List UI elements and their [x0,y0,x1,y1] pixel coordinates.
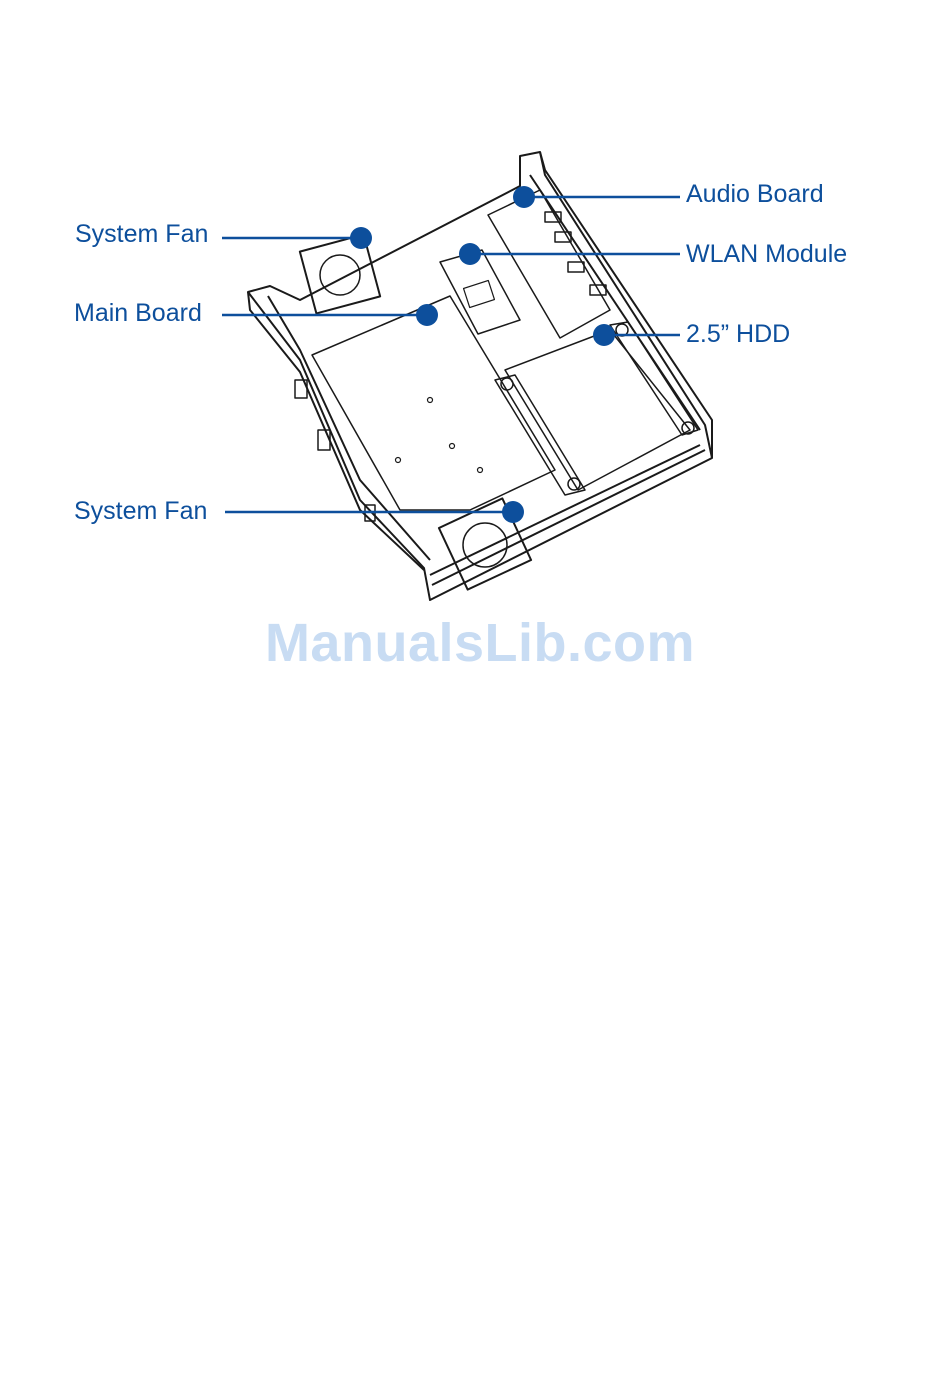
chassis-line-art [248,152,712,600]
hdd-bay [505,330,690,490]
label-hdd: 2.5” HDD [686,319,790,349]
bottom-fan-hub [463,523,507,567]
board-screw-1 [428,398,433,403]
watermark: ManualsLib.com [0,612,950,674]
marker-hdd [593,324,615,346]
chassis-tray-outline [248,152,712,600]
leader-lines [222,197,680,512]
main-board-plate [312,296,555,510]
chassis-front-edge-inner [432,450,705,585]
wlan-module-card [440,250,520,334]
callout-markers [350,186,615,523]
board-screw-2 [450,444,455,449]
marker-audio-board [513,186,535,208]
label-system-fan-bottom: System Fan [74,496,207,526]
marker-system-fan-top [350,227,372,249]
marker-system-fan-bottom [502,501,524,523]
watermark-brand: ManualsLib [265,613,567,673]
chassis-left-wall-inner [268,296,430,560]
rear-port-3 [568,262,584,272]
marker-wlan-module [459,243,481,265]
board-screw-4 [478,468,483,473]
board-screw-3 [396,458,401,463]
label-wlan-module: WLAN Module [686,239,847,269]
label-main-board: Main Board [74,298,202,328]
marker-main-board [416,304,438,326]
chassis-diagram [0,0,950,700]
side-port-2 [318,430,330,450]
top-fan-hub [320,255,360,295]
chassis-right-wall-inner [530,175,700,430]
wlan-chip [464,280,495,307]
label-audio-board: Audio Board [686,179,824,209]
label-system-fan-top: System Fan [75,219,208,249]
watermark-tld: .com [567,613,695,673]
chassis-left-wall [248,292,424,570]
